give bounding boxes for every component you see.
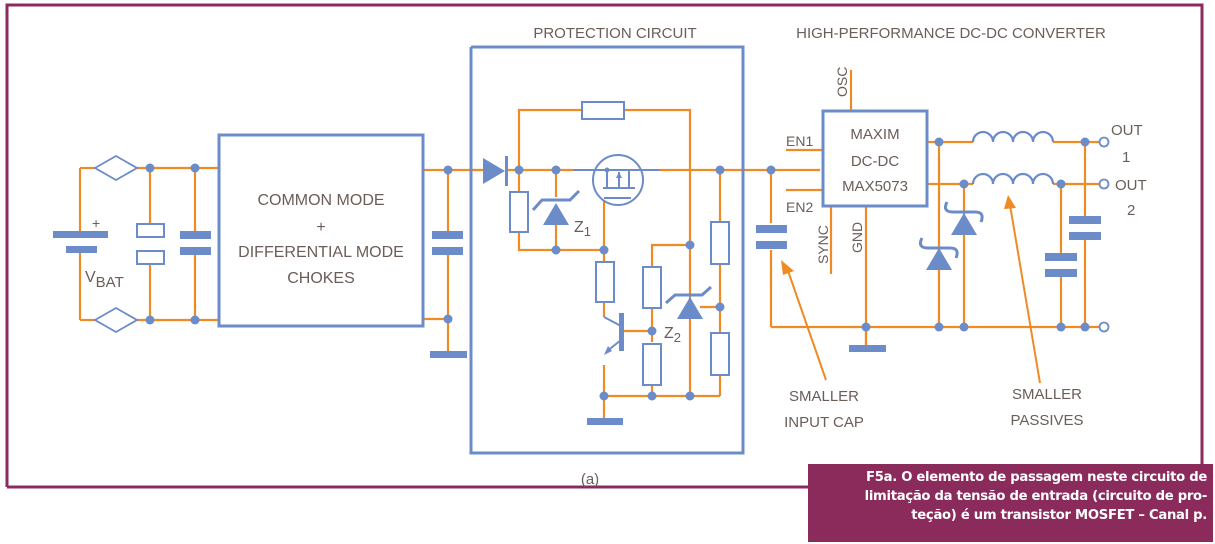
ic-line-1: MAXIM [850,126,899,143]
protection-title: PROTECTION CIRCUIT [533,25,696,42]
junction-dots [145,137,1090,401]
arrow-input-cap [786,267,827,381]
z2-label: Z2 [664,325,681,345]
chokes-line-2: + [316,219,325,236]
converter-title: HIGH-PERFORMANCE DC-DC CONVERTER [796,25,1106,42]
terminal-gnd [1098,321,1110,333]
figure-sublabel-a: (a) [581,471,599,488]
output-capacitor-1 [1069,216,1101,240]
out2-label: OUT [1115,177,1147,194]
labels: + VBAT COMMON MODE + DIFFERENTIAL MODE C… [85,25,1147,488]
resistor-r6 [710,332,730,376]
terminal-out1 [1098,136,1110,148]
converter-input-capacitor [756,225,787,249]
caption-line-3: teção) é um transistor MOSFET – Canal p. [911,508,1207,523]
caption-line-2: limitação da tensão de entrada (circuito… [864,489,1208,504]
transistor-npn [603,313,624,355]
components [53,45,1110,455]
annotation-passives-2: PASSIVES [1010,412,1083,429]
inductor-2 [971,172,1055,185]
chokes-line-1: COMMON MODE [257,192,384,209]
varistor-top [93,154,139,182]
z1-label: Z1 [574,219,591,239]
annotation-input-cap-2: INPUT CAP [784,414,864,431]
wires [78,70,1100,420]
ground-symbol [430,351,467,358]
maxim-ic-block [821,109,929,208]
ic-line-3: MAX5073 [842,178,908,195]
battery-label: VBAT [85,269,124,291]
schottky-diode-1 [919,237,959,270]
output-capacitor-2 [1045,253,1077,277]
ground-symbol [587,418,623,425]
resistor-top [581,101,625,120]
annotation-input-cap-1: SMALLER [789,388,859,405]
input-capacitor-1 [180,231,211,255]
diode-symbol [483,156,508,186]
schottky-diode-2 [944,201,984,235]
pin-en1: EN1 [786,133,813,149]
resistor-r5 [710,221,730,265]
chokes-line-4: CHOKES [287,270,355,287]
figure-frame [5,3,1204,489]
chokes-block [217,133,425,328]
caption-line-1: F5a. O elemento de passagem neste circui… [866,470,1207,485]
zener-z2 [665,285,712,319]
varistor-bottom [93,306,139,334]
resistor-r3 [642,266,662,309]
pin-gnd: GND [849,222,865,253]
battery-symbol [53,231,108,253]
pin-sync: SYNC [815,225,831,264]
resistor-r2 [595,261,615,303]
ground-symbol [849,345,886,352]
out1-num: 1 [1122,149,1130,166]
filter-element [136,223,165,265]
pin-osc: OSC [834,67,850,97]
figure-caption: F5a. O elemento de passagem neste circui… [808,464,1213,542]
out1-label: OUT [1111,122,1143,139]
resistor-r4 [642,343,662,386]
mosfet-p-channel [573,154,660,206]
battery-plus: + [92,215,100,231]
chokes-line-3: DIFFERENTIAL MODE [238,244,404,261]
ic-line-2: DC-DC [851,153,899,170]
annotation-passives-1: SMALLER [1012,386,1082,403]
zener-z1 [531,189,581,225]
inductor-1 [971,130,1055,143]
arrow-passives [1009,204,1041,384]
resistor-r1 [509,191,529,233]
terminal-out2 [1098,178,1110,190]
filter-capacitor-2 [432,231,463,255]
out2-num: 2 [1127,202,1135,219]
protection-circuit-frame [469,45,745,455]
annotation-arrows [781,195,1041,384]
pin-en2: EN2 [786,199,813,215]
